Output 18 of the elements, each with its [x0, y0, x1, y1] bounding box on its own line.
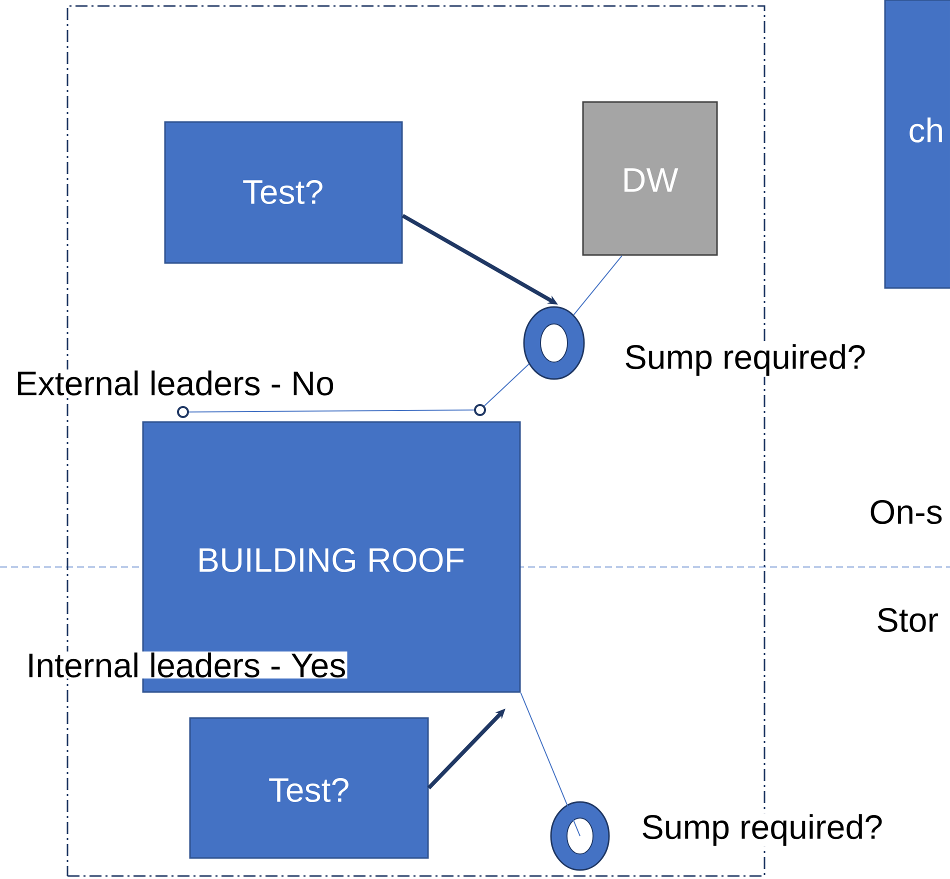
sump-ring — [523, 306, 585, 380]
note-text: External leaders - No — [14, 370, 336, 396]
sump-ring — [550, 801, 610, 871]
note-text: Internal leaders - Yes — [25, 652, 348, 678]
process-box: DW — [582, 101, 718, 256]
connector-line — [573, 255, 622, 316]
process-box: Test? — [164, 121, 403, 264]
process-box: ch — [884, 0, 950, 289]
process-box: Test? — [189, 717, 429, 859]
connector-line — [484, 364, 530, 406]
connector-line — [520, 692, 580, 836]
note-text: Stor — [875, 606, 940, 634]
small-ring — [177, 406, 189, 418]
caption-text: Sump required? — [640, 813, 884, 847]
caption-text: Sump required? — [623, 343, 868, 377]
connector-line — [188, 410, 474, 412]
small-ring — [474, 404, 486, 416]
note-text: On-s — [868, 498, 944, 526]
